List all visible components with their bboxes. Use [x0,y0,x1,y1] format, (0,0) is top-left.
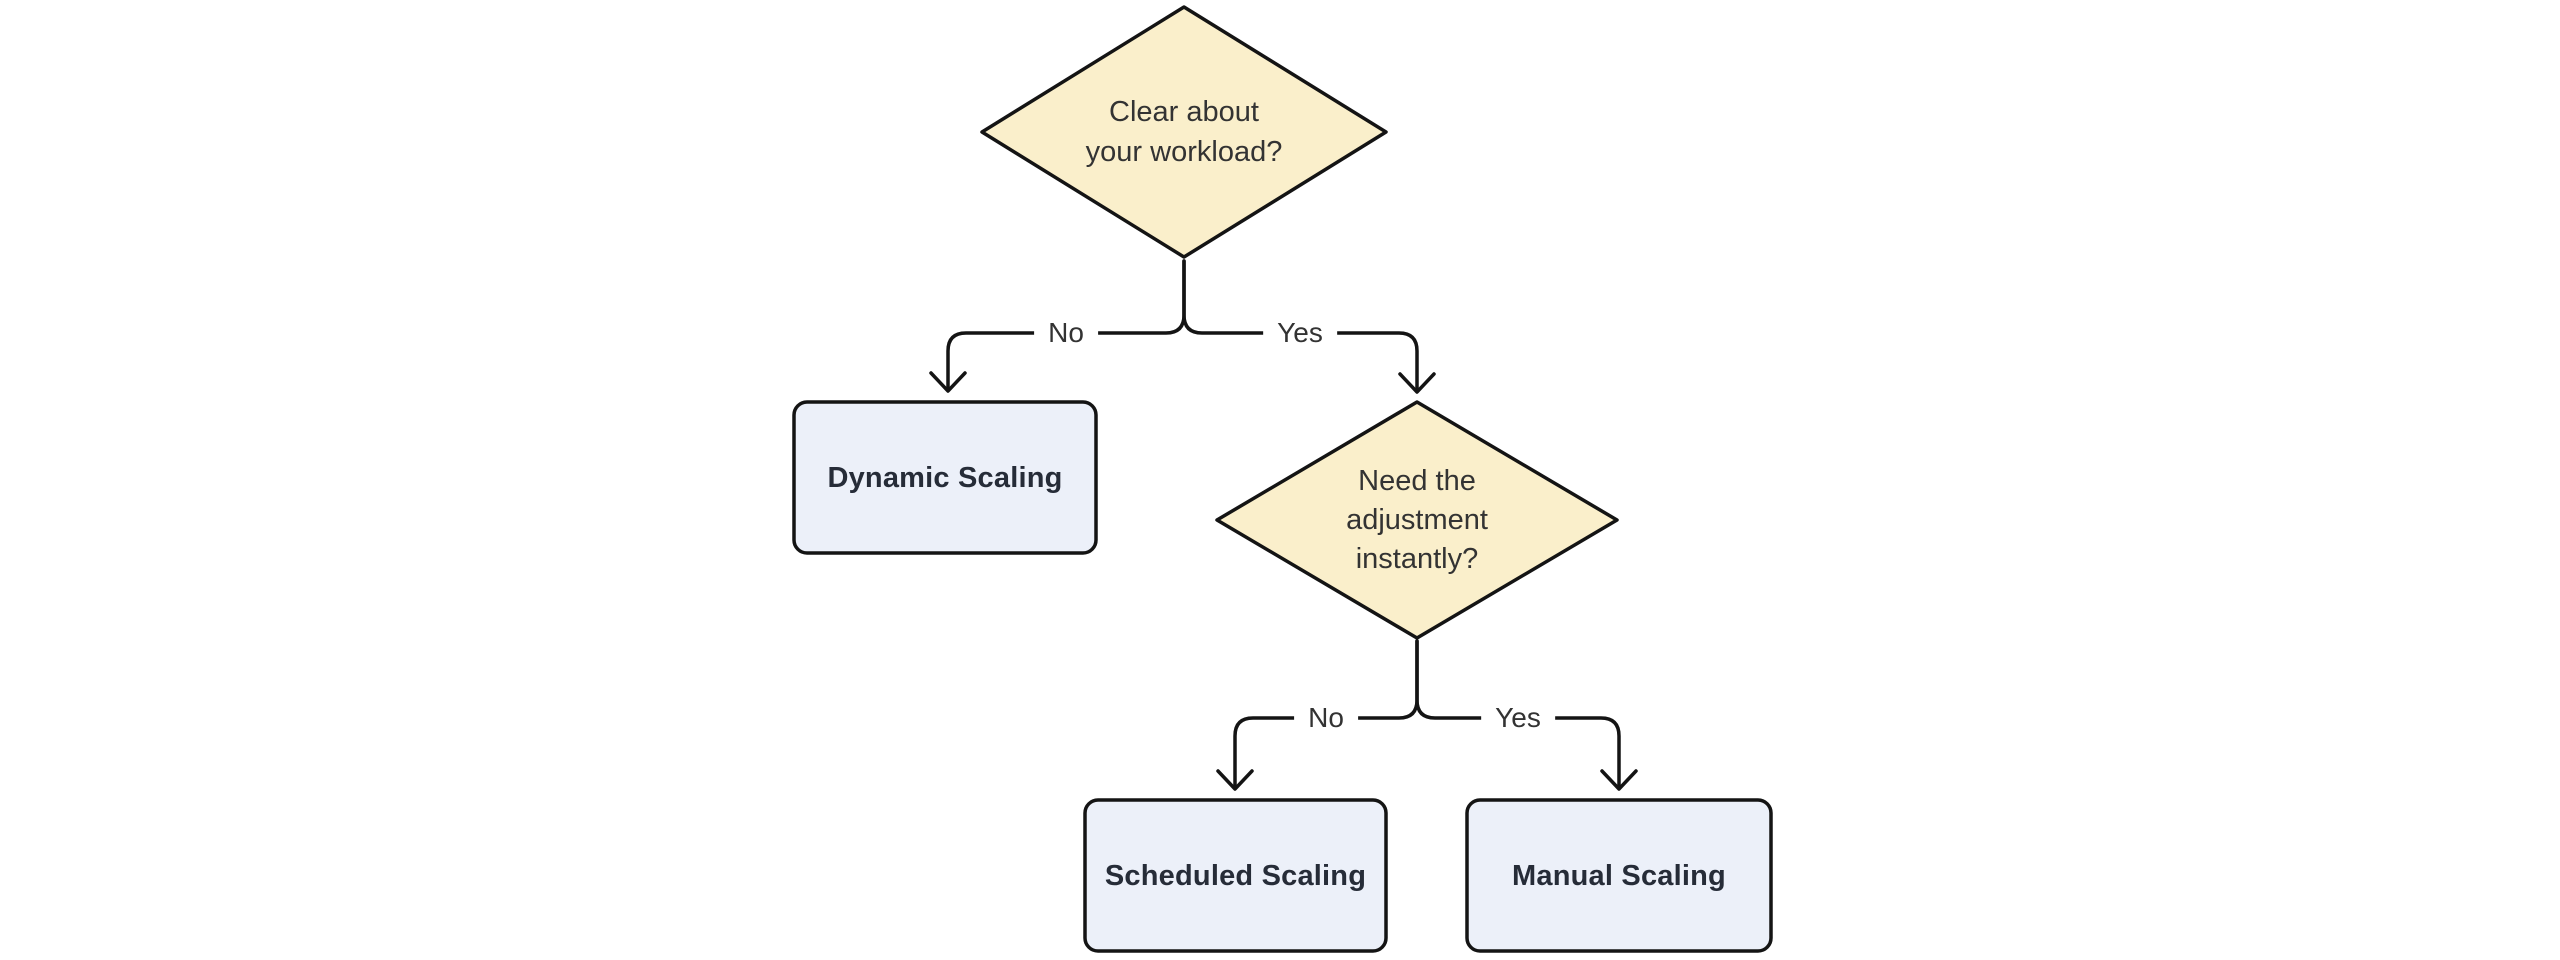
edge-label-instant-yes: Yes [1481,700,1555,736]
edge-label-workload-yes: Yes [1263,315,1337,351]
node-dynamic-scaling: Dynamic Scaling [792,400,1098,555]
node-label-clear-about-workload: Clear about your workload? [1085,96,1283,168]
arrow-head-icon [929,371,967,393]
process-box-shape [1083,798,1388,953]
node-clear-about-workload: Clear about your workload? [979,4,1389,260]
arrow-head-icon [1600,769,1638,791]
arrow-head-icon [1216,769,1254,791]
decision-diamond-shape [980,5,1388,259]
node-label-need-adjustment-instantly: Need the adjustment instantly? [1346,464,1488,575]
process-box-shape [1465,798,1773,953]
node-need-adjustment-instantly: Need the adjustment instantly? [1214,399,1620,641]
node-scheduled-scaling: Scheduled Scaling [1083,798,1388,953]
edge-label-workload-no: No [1034,315,1098,351]
node-label-manual-scaling: Manual Scaling [1512,859,1726,892]
edge-label-instant-no: No [1294,700,1358,736]
node-label-dynamic-scaling: Dynamic Scaling [827,461,1063,494]
process-box-shape [792,400,1098,555]
node-manual-scaling: Manual Scaling [1465,798,1773,953]
decision-diamond-shape [1215,400,1619,640]
arrow-head-icon [1398,372,1436,394]
node-label-scheduled-scaling: Scheduled Scaling [1104,859,1367,892]
